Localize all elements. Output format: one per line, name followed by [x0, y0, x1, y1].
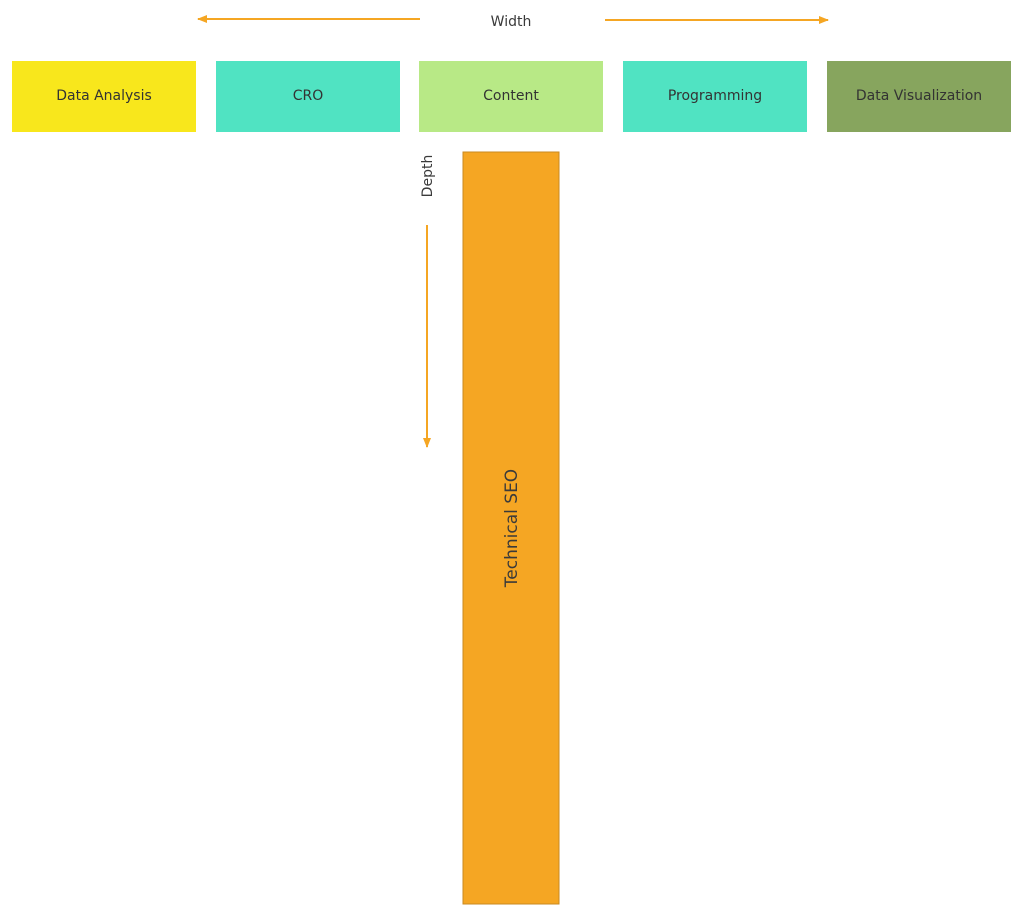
skill-box — [216, 61, 400, 132]
horizontal-skill-3: Programming — [623, 61, 807, 132]
horizontal-skill-1: CRO — [216, 61, 400, 132]
vertical-skill: Technical SEO — [462, 151, 560, 905]
horizontal-skill-2: Content — [419, 61, 603, 132]
width-label: Width — [491, 14, 532, 30]
depth-label: Depth — [420, 155, 436, 198]
skill-label: Data Visualization — [856, 88, 982, 104]
skill-label: CRO — [293, 88, 324, 104]
skill-label: Content — [483, 88, 539, 104]
skill-box — [12, 61, 196, 132]
skill-label: Data Analysis — [56, 88, 152, 104]
horizontal-skill-0: Data Analysis — [12, 61, 196, 132]
vertical-skill-label: Technical SEO — [502, 469, 522, 588]
skill-box — [419, 61, 603, 132]
skill-box — [623, 61, 807, 132]
skill-box — [827, 61, 1011, 132]
horizontal-skill-4: Data Visualization — [827, 61, 1011, 132]
vertical-skill-box — [462, 151, 560, 905]
skill-label: Programming — [668, 88, 762, 104]
